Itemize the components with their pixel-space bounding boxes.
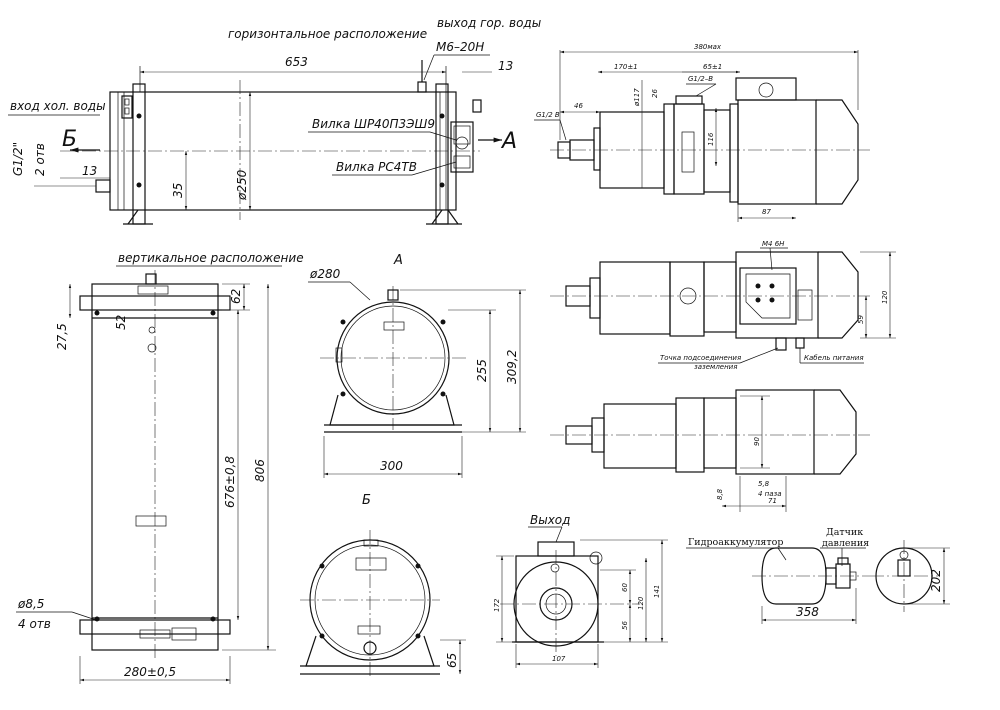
vertical-layout-title: вертикальное расположение [118, 251, 304, 265]
dim-380: 380мах [694, 43, 722, 51]
dim-phi250: ø250 [235, 169, 249, 201]
dim-8-8: 8,8 [716, 488, 724, 500]
dim-116: 116 [707, 132, 715, 146]
m4-label: М4 6Н [762, 240, 785, 248]
sensor-label-2: давления [822, 538, 869, 549]
two-holes-label: 2 отв [33, 143, 47, 176]
dim-phi117: ø117 [633, 88, 641, 107]
slots-label: 4 паза [758, 490, 782, 498]
dim-phi8-5: ø8,5 [17, 597, 44, 611]
dim-59: 59 [857, 315, 865, 324]
view-b-marker: Б [62, 127, 77, 152]
four-holes-label: 4 отв [18, 617, 51, 631]
dim-653: 653 [285, 55, 308, 69]
grounding-point-label-2: заземления [694, 363, 737, 371]
dim-87: 87 [762, 208, 771, 216]
accumulator-view: Гидроаккумулятор Датчик давления 358 202 [686, 527, 950, 624]
hot-water-outlet-label: выход гор. воды [437, 16, 541, 30]
dim-90: 90 [753, 437, 761, 446]
dim-35: 35 [171, 183, 185, 198]
dim-202: 202 [929, 569, 943, 592]
dim-255: 255 [475, 359, 489, 382]
view-b-title: Б [362, 493, 371, 508]
cold-water-inlet-label: вход хол. воды [10, 99, 106, 113]
horizontal-tank-view: горизонтальное расположение выход гор. в… [8, 16, 541, 225]
view-a-title: А [393, 253, 403, 268]
pump-side-view: Выход 60 56 120 141 172 107 [493, 513, 668, 668]
g-half-b-left: G1/2 В [536, 111, 560, 119]
pump-top-view: 380мах 170±1 65±1 G1/2–В G1/2 В 46 ø [534, 43, 870, 222]
g-half-label: G1/2" [11, 142, 25, 176]
dim-65: 65 [445, 653, 459, 668]
pump-mid-view: М4 6Н 120 59 Точка подсоединения заземле… [550, 240, 896, 371]
pump-bottom-view: 90 5,8 4 паза 71 8,8 [550, 389, 870, 512]
outlet-label: Выход [530, 513, 570, 527]
dim-170: 170±1 [614, 63, 638, 71]
sensor-label-1: Датчик [826, 527, 863, 538]
view-b-section: Б 65 [300, 493, 466, 676]
view-a-marker: А [500, 129, 517, 154]
dim-13-top: 13 [498, 59, 513, 73]
dim-60: 60 [621, 583, 629, 592]
dim-309: 309,2 [505, 350, 519, 384]
dim-5-8: 5,8 [758, 480, 770, 488]
thread-label: М6–20Н [436, 40, 484, 54]
dim-107: 107 [552, 655, 566, 663]
dim-120-mid: 120 [881, 290, 889, 304]
accumulator-label: Гидроаккумулятор [688, 537, 783, 548]
plug-rs4tv-label: Вилка РС4ТВ [336, 160, 417, 174]
dim-806: 806 [253, 459, 267, 482]
dim-300: 300 [380, 459, 403, 473]
dim-27-5: 27,5 [55, 323, 69, 350]
dim-phi280-a: ø280 [309, 267, 341, 281]
dim-52: 52 [114, 315, 128, 330]
dim-280: 280±0,5 [124, 665, 176, 679]
dim-120-side: 120 [637, 596, 645, 610]
dim-71: 71 [768, 497, 777, 505]
dim-26: 26 [651, 89, 659, 98]
dim-46: 46 [574, 102, 583, 110]
power-cable-label: Кабель питания [804, 354, 864, 362]
vertical-tank-view: вертикальное расположение 62 52 27,5 [16, 251, 304, 684]
dim-358: 358 [796, 605, 819, 619]
view-a-section: А ø280 255 309,2 300 [308, 253, 526, 478]
dim-676: 676±0,8 [223, 456, 237, 508]
dim-13-left: 13 [82, 164, 97, 178]
horizontal-layout-title: горизонтальное расположение [228, 27, 427, 41]
dim-56: 56 [621, 621, 629, 630]
dim-172: 172 [493, 598, 501, 612]
dim-62: 62 [229, 289, 243, 304]
g-half-b-top: G1/2–В [688, 75, 713, 83]
dim-65-pump: 65±1 [703, 63, 722, 71]
grounding-point-label: Точка подсоединения [660, 354, 741, 362]
plug-shr40-label: Вилка ШР40П3ЭШ9 [312, 117, 435, 131]
dim-141: 141 [653, 585, 661, 598]
